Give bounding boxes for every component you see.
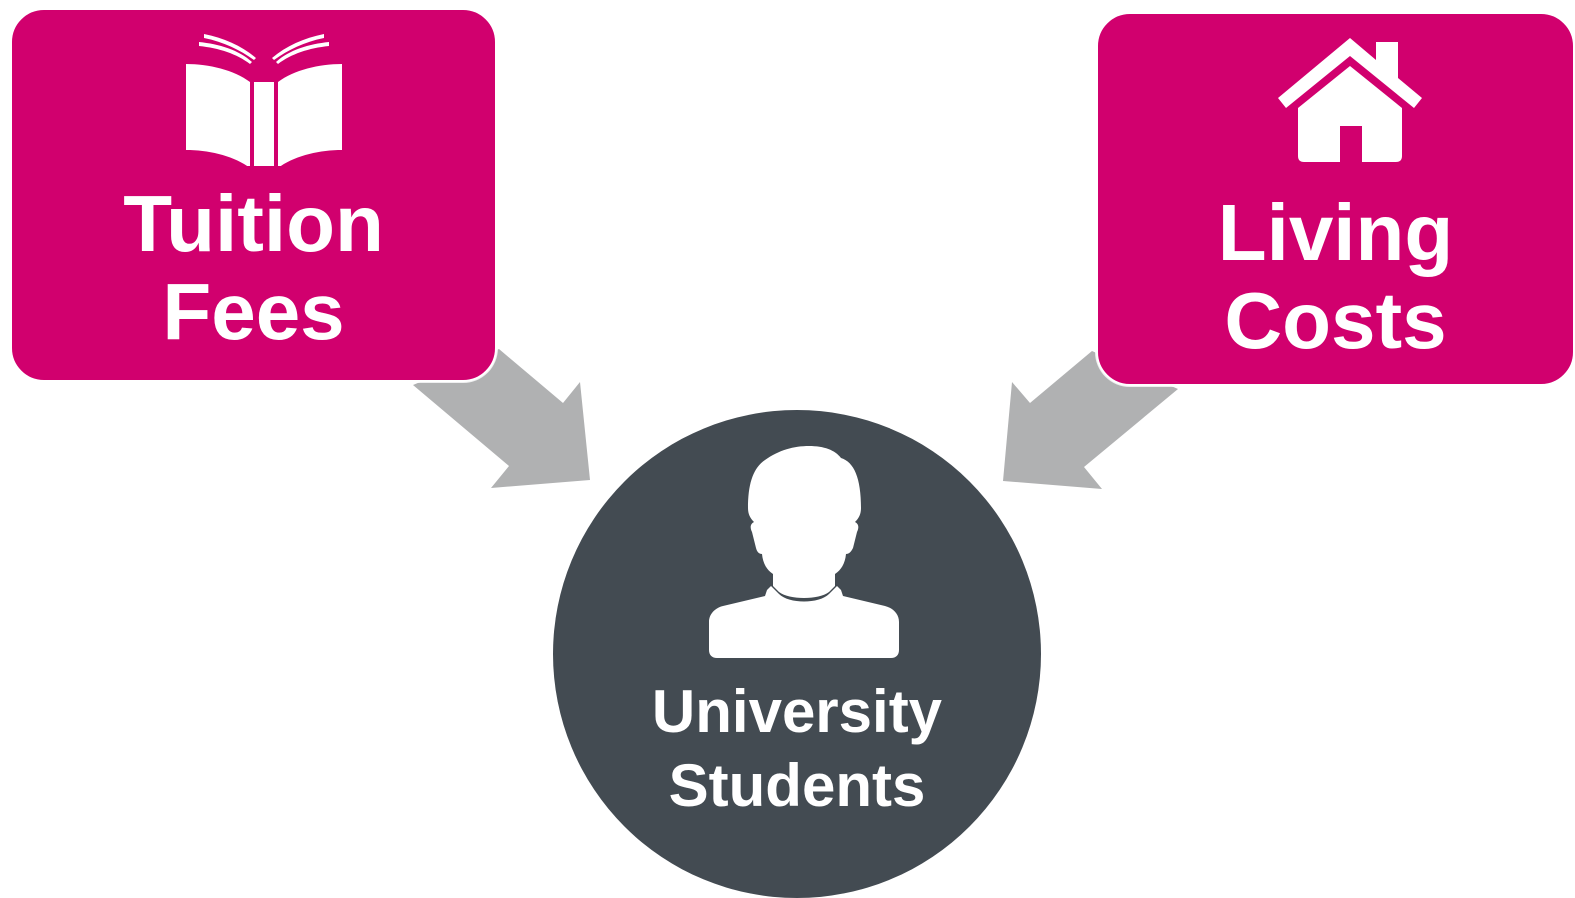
- arrow-tuition-to-students: [413, 349, 590, 488]
- living-costs-label: Living Costs: [1098, 189, 1573, 365]
- university-students-label-line1: University: [651, 678, 943, 745]
- university-students-circle: University Students: [553, 410, 1041, 898]
- tuition-fees-label-line1: Tuition: [123, 179, 384, 268]
- house-icon: [1276, 38, 1426, 168]
- living-costs-label-line1: Living: [1217, 188, 1454, 277]
- tuition-fees-box: Tuition Fees: [10, 8, 497, 382]
- university-students-label: University Students: [553, 675, 1041, 823]
- university-students-label-line2: Students: [668, 752, 926, 819]
- tuition-fees-label: Tuition Fees: [12, 180, 495, 356]
- living-costs-label-line2: Costs: [1224, 276, 1447, 365]
- person-icon: [709, 444, 899, 664]
- open-book-icon: [184, 26, 344, 172]
- living-costs-box: Living Costs: [1096, 12, 1575, 386]
- tuition-fees-label-line2: Fees: [162, 267, 345, 356]
